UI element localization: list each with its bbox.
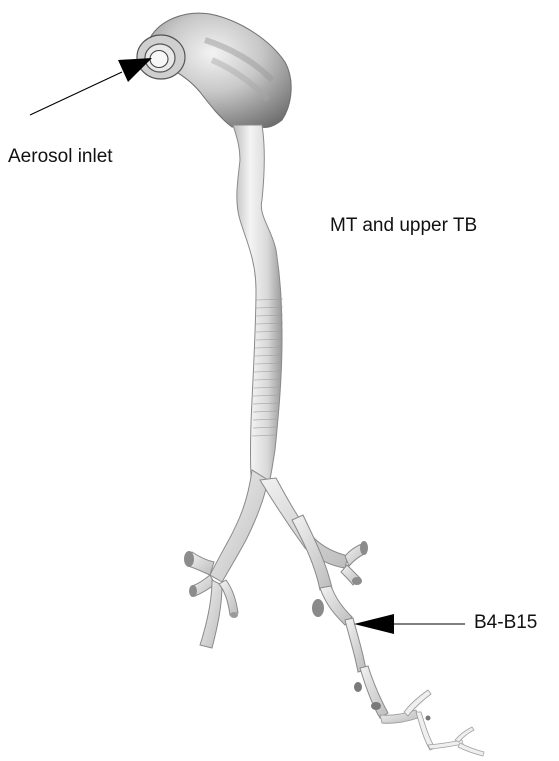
mt-upper-tb-label: MT and upper TB [330, 216, 477, 235]
inlet-opening [137, 35, 185, 79]
arrow-icon [354, 614, 394, 634]
trachea [233, 125, 283, 490]
left-bronchial-tree [184, 470, 268, 648]
bronchi-range-label: B4-B15 [474, 613, 537, 632]
inlet-pointer-arrow [30, 58, 152, 115]
bronchi-pointer-arrow [354, 614, 465, 634]
right-bronchial-tree [260, 478, 484, 756]
aerosol-inlet-label: Aerosol inlet [8, 147, 113, 166]
